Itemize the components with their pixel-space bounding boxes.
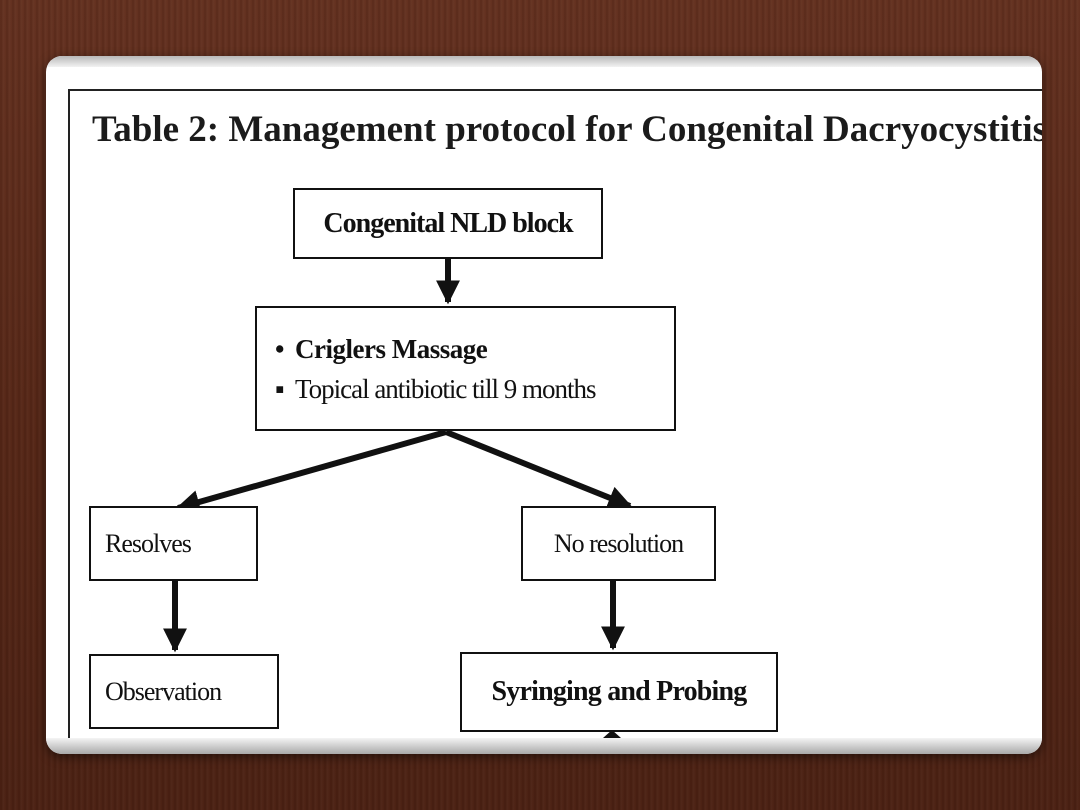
- box-resolves: Resolves: [89, 506, 258, 581]
- square-bullet-icon: ▪: [275, 373, 285, 404]
- box-congenital-nld-block-label: Congenital NLD block: [323, 207, 573, 239]
- box-observation: Observation: [89, 654, 279, 729]
- box-observation-label: Observation: [105, 676, 222, 706]
- box-no-resolution: No resolution: [521, 506, 716, 581]
- arrow-treatment-to-resolves: [175, 429, 447, 514]
- box-no-resolution-label: No resolution: [553, 528, 684, 558]
- box-congenital-nld-block: Congenital NLD block: [293, 188, 603, 259]
- box-resolves-label: Resolves: [105, 528, 192, 558]
- treatment-item-massage: • Criglers Massage: [275, 329, 488, 369]
- treatment-antibiotic-label: Topical antibiotic till 9 months: [295, 373, 597, 404]
- round-bullet-icon: •: [275, 333, 284, 364]
- frame-line-left: [68, 89, 70, 739]
- box-treatment: • Criglers Massage ▪ Topical antibiotic ti…: [255, 306, 676, 431]
- treatment-massage-label: Criglers Massage: [295, 333, 488, 364]
- slide-title: Table 2: Management protocol for Congeni…: [92, 109, 1042, 150]
- card-bottom-band: [46, 738, 1042, 754]
- slide-card: Table 2: Management protocol for Congeni…: [46, 56, 1042, 754]
- frame-line-top: [68, 89, 1042, 91]
- box-syringing-and-probing: Syringing and Probing: [460, 652, 778, 732]
- box-syringing-label: Syringing and Probing: [491, 676, 748, 707]
- card-top-band: [46, 56, 1042, 67]
- arrow-treatment-to-no-resolution: [444, 429, 633, 510]
- treatment-item-antibiotic: ▪ Topical antibiotic till 9 months: [275, 369, 597, 409]
